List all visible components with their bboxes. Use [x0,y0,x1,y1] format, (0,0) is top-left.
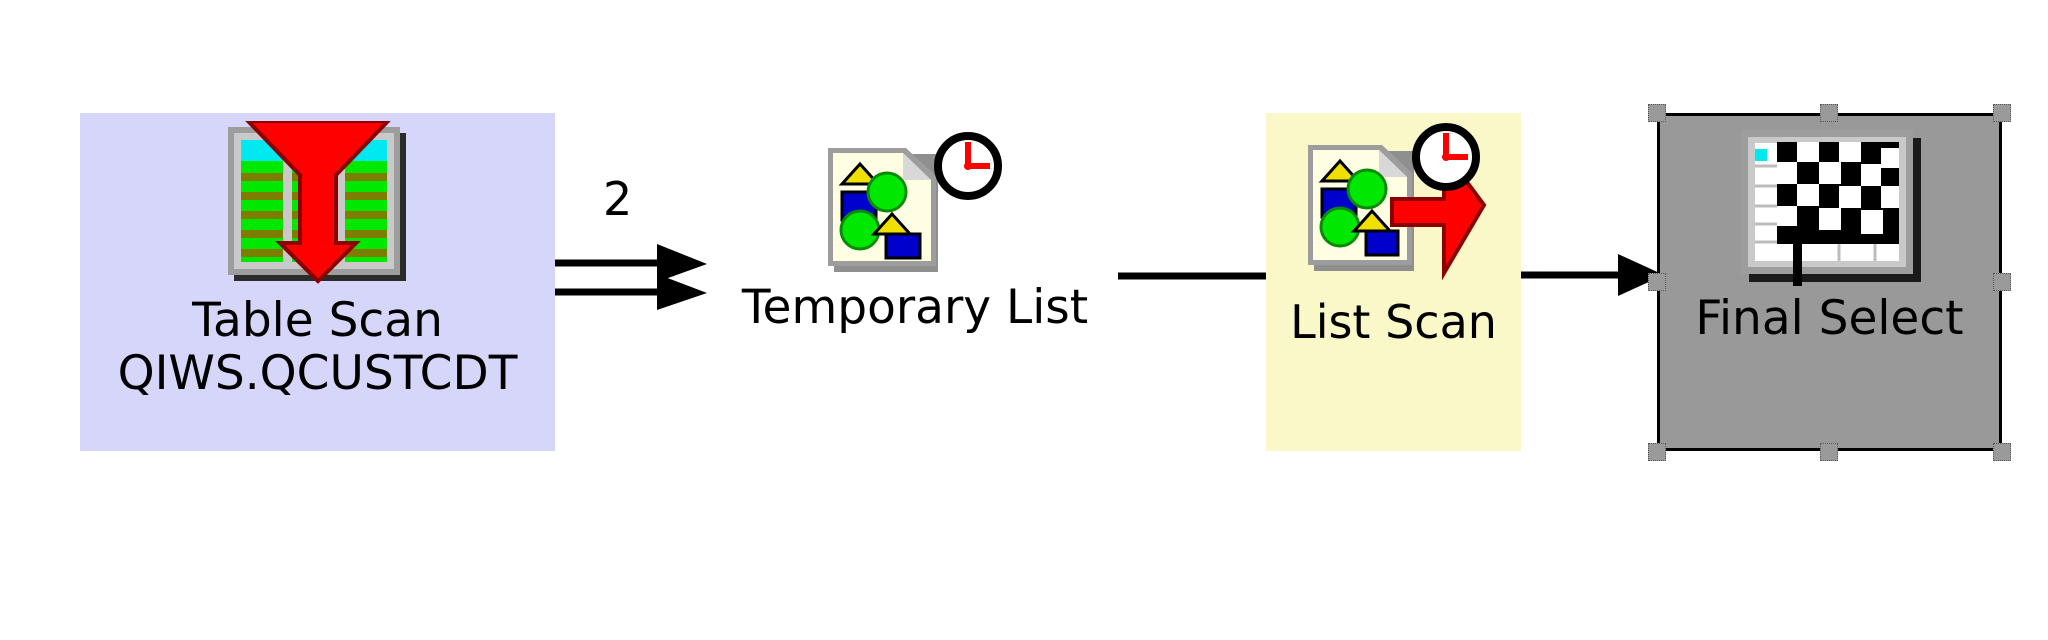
node-label-line1: Temporary List [741,280,1089,335]
selection-handle-top-center[interactable] [1820,104,1838,122]
table-scan-icon [224,119,412,289]
node-label-final-select: Final Select [1695,291,1964,346]
selection-handle-bottom-right[interactable] [1993,443,2011,461]
node-temporary-list[interactable]: Temporary List [700,130,1130,370]
node-label-temporary-list: Temporary List [741,280,1089,335]
node-table-scan[interactable]: Table Scan QIWS.QCUSTCDT [80,113,555,451]
node-label-table-scan: Table Scan QIWS.QCUSTCDT [117,293,518,401]
node-label-line1: List Scan [1290,295,1497,349]
edge-count-label-2: 2 [603,172,633,226]
node-label-line2: QIWS.QCUSTCDT [117,345,518,401]
selection-handle-middle-right[interactable] [1993,273,2011,291]
node-final-select[interactable]: Final Select [1657,113,2002,451]
node-label-line1: Final Select [1695,291,1964,346]
edge-temporary-list-to-list-scan[interactable] [1118,268,1278,282]
selection-handle-bottom-left[interactable] [1648,443,1666,461]
list-scan-icon [1294,121,1494,289]
checkered-flag-icon [1735,124,1925,289]
edge-table-scan-to-temporary-list[interactable] [555,200,715,310]
selection-handle-top-right[interactable] [1993,104,2011,122]
node-list-scan[interactable]: List Scan [1266,113,1521,451]
selection-handle-top-left[interactable] [1648,104,1666,122]
node-label-list-scan: List Scan [1290,295,1497,349]
selection-handle-middle-left[interactable] [1648,273,1666,291]
edge-list-scan-to-final-select[interactable] [1518,250,1666,300]
selection-handle-bottom-center[interactable] [1820,443,1838,461]
temporary-list-icon [820,130,1010,278]
node-label-line1: Table Scan [192,293,443,348]
